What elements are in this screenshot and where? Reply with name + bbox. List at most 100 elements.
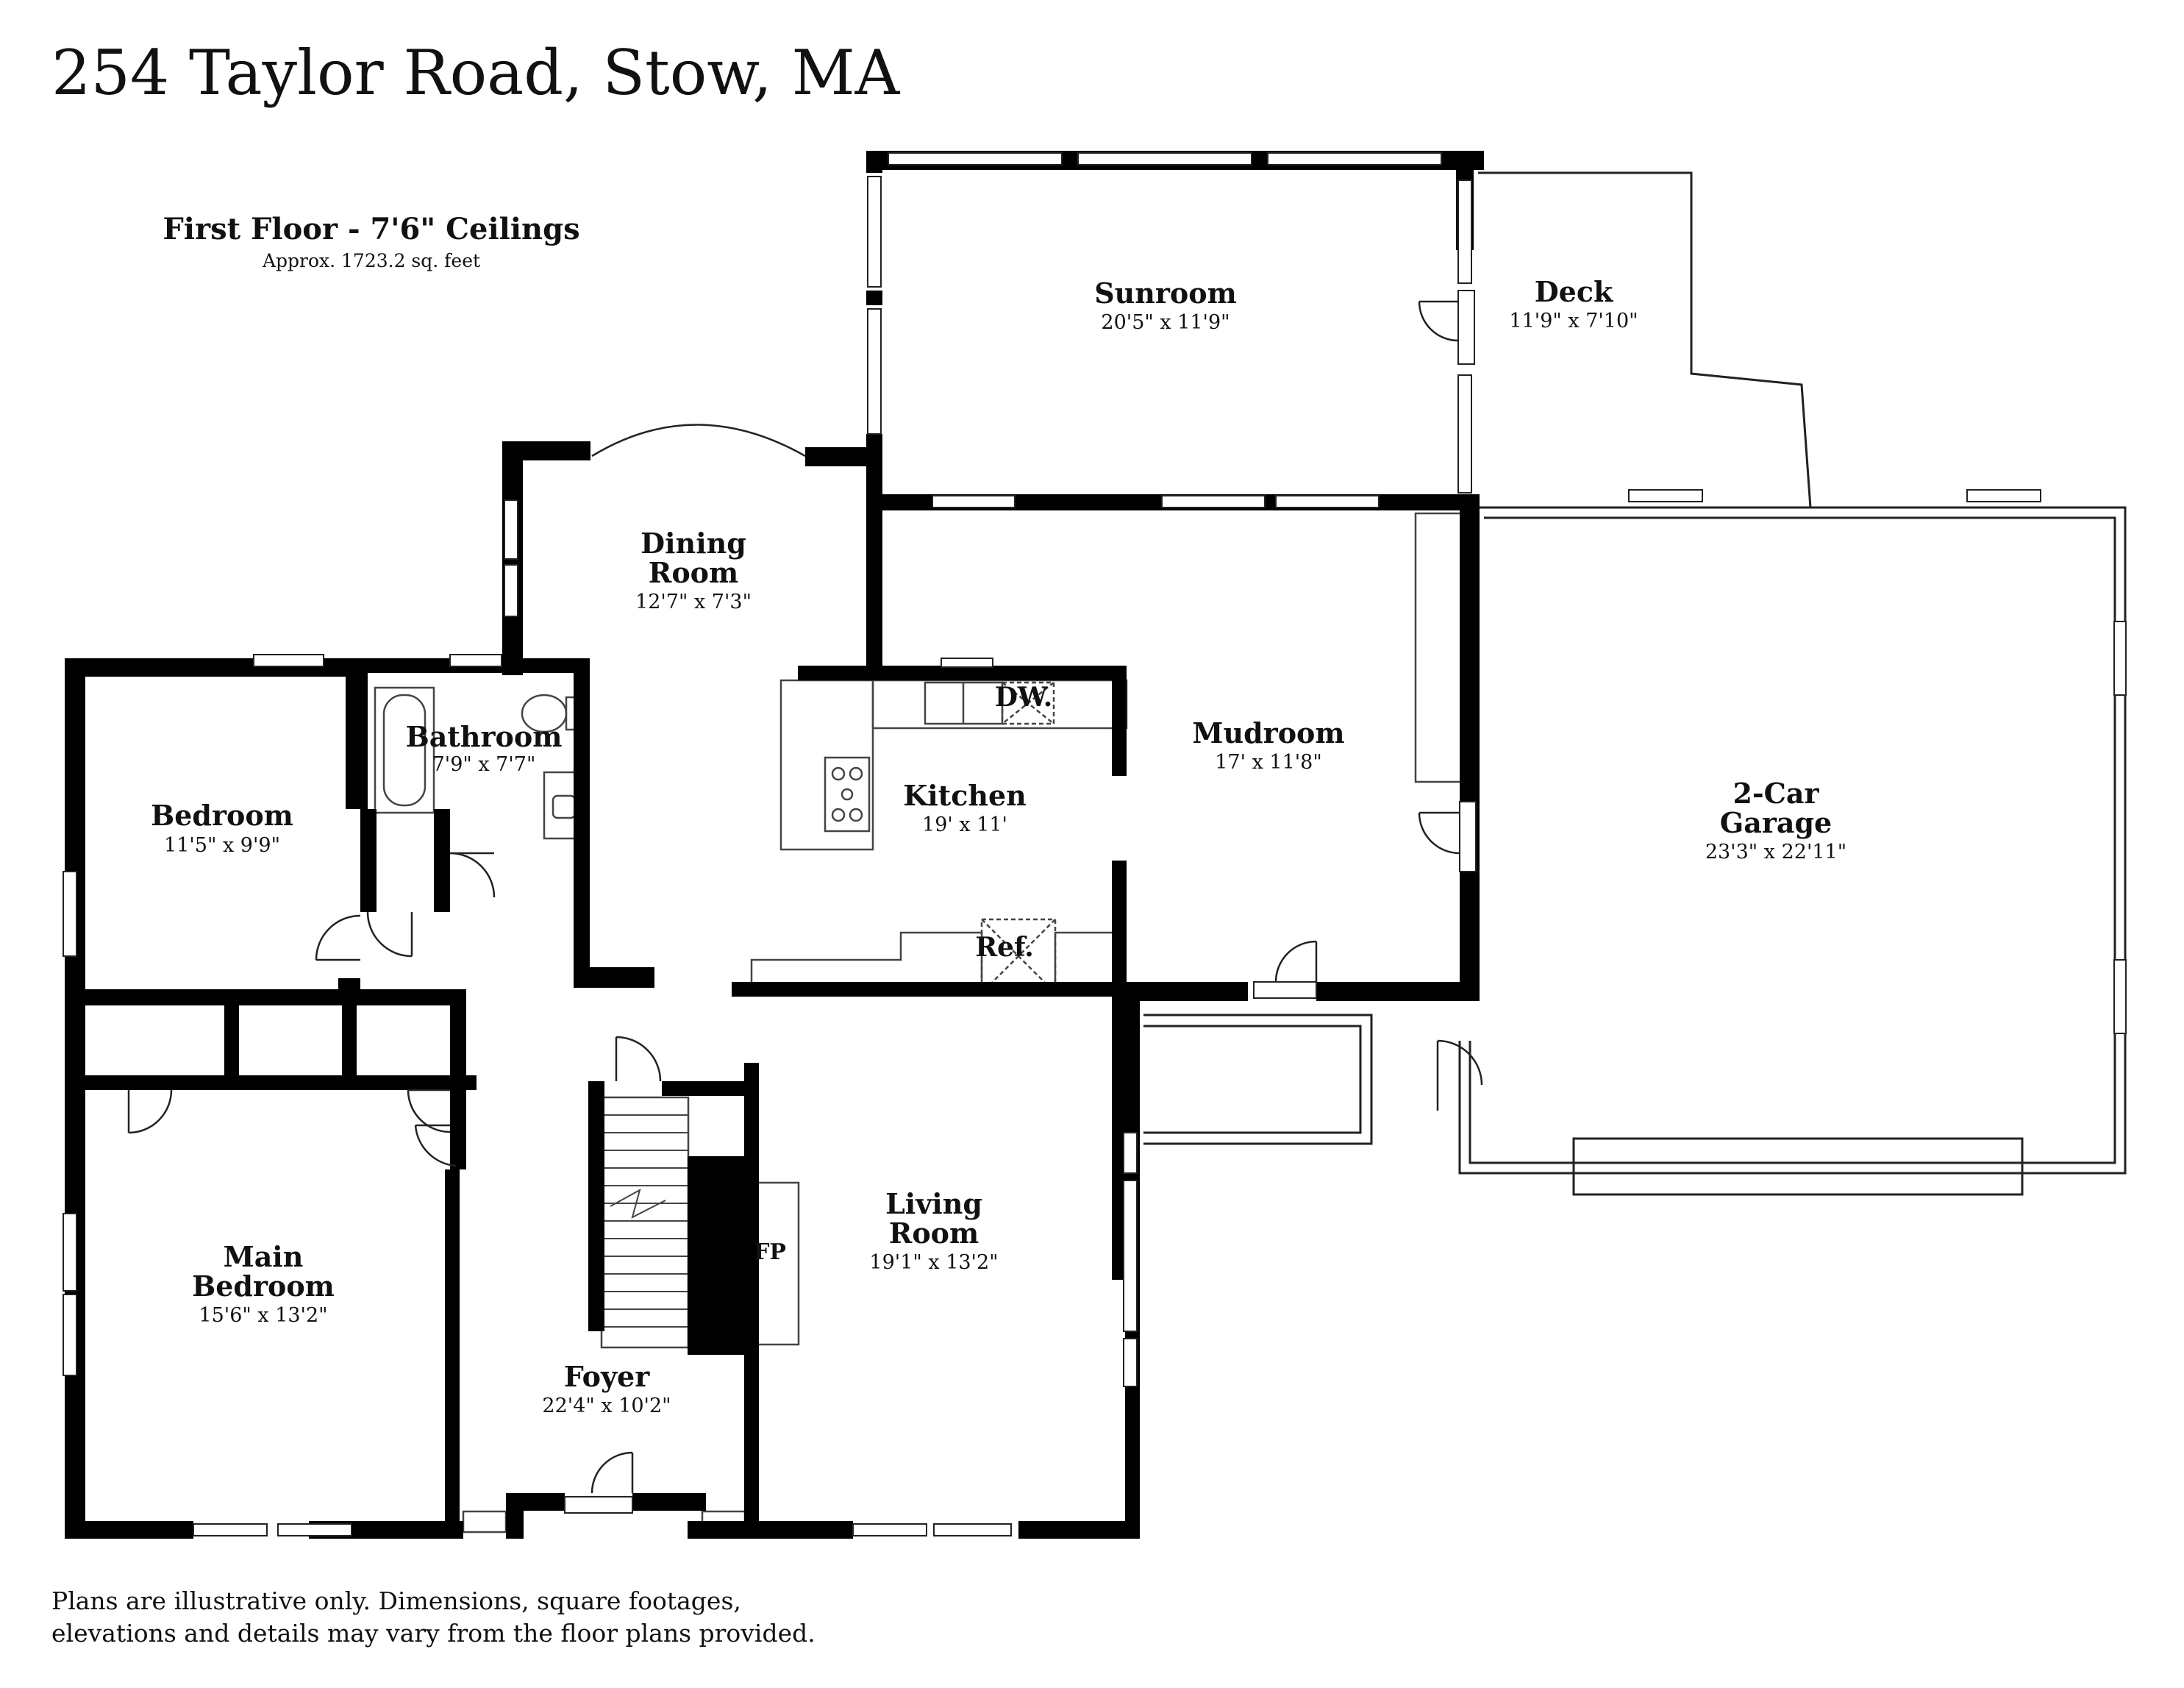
outdoor-outlines [1143, 171, 2127, 1196]
kitchen-counter [779, 679, 874, 851]
window [449, 654, 502, 667]
wall-foyer-top-left [574, 967, 654, 988]
wall-left [65, 658, 85, 1539]
garage-outline [1458, 506, 2127, 1175]
window [193, 1523, 268, 1536]
window [1123, 1132, 1138, 1174]
burner [849, 766, 863, 781]
room-dims-garage: 23'3" x 22'11" [1705, 841, 1846, 863]
room-name-main-bedroom-1: Main [224, 1240, 304, 1273]
window [1457, 179, 1472, 284]
wall-bottom-6 [688, 1521, 853, 1539]
window [2113, 959, 2127, 1034]
room-dims-main-bedroom: 15'6" x 13'2" [199, 1304, 327, 1327]
wall-bedroom-bath [346, 658, 368, 809]
porch-outline-inner [1143, 1025, 1362, 1134]
garage-outline-inner [1469, 516, 2116, 1164]
room-name-living-1: Living [885, 1187, 982, 1220]
room-dims-foyer: 22'4" x 10'2" [542, 1395, 671, 1417]
closet-door-left [462, 1510, 507, 1534]
mudroom-bench [1414, 512, 1463, 783]
room-name-bedroom: Bedroom [151, 799, 293, 832]
address-title: 254 Taylor Road, Stow, MA [51, 37, 901, 109]
window [867, 308, 882, 435]
window [504, 564, 518, 617]
room-name-deck: Deck [1535, 275, 1613, 308]
room-dims-deck: 11'9" x 7'10" [1509, 310, 1638, 332]
burner [849, 808, 863, 822]
window [63, 871, 77, 957]
wall-bedroom-bottom [65, 989, 462, 1005]
wall-hall-left [360, 809, 377, 912]
room-dims-kitchen: 19' x 11' [922, 813, 1007, 836]
wall-hall-right-upper [434, 809, 450, 912]
room-name-mudroom: Mudroom [1192, 716, 1344, 749]
room-labels: Sunroom 20'5" x 11'9" Deck 11'9" x 7'10"… [151, 275, 1846, 1417]
bathtub [374, 686, 435, 814]
room-dims-living: 19'1" x 13'2" [869, 1251, 998, 1274]
wall-bottom-4 [506, 1493, 524, 1539]
wall-mudroom-bottom-right [1316, 982, 1480, 1001]
window [1123, 1180, 1138, 1332]
disclaimer-line-1: Plans are illustrative only. Dimensions,… [51, 1586, 741, 1615]
door-swings [127, 300, 1483, 1494]
bathtub-basin [382, 694, 427, 807]
room-name-garage-1: 2-Car [1732, 777, 1819, 810]
wall-kitchen-bottom [732, 982, 1129, 997]
room-name-kitchen: Kitchen [903, 779, 1027, 812]
wall-stairs-top [662, 1081, 746, 1096]
wall-mudroom-right [1460, 494, 1480, 994]
dishwasher [1001, 681, 1055, 725]
wall-kitchen-right-lower [1112, 861, 1127, 1280]
room-dims-bedroom: 11'5" x 9'9" [164, 834, 280, 857]
room-name-living-2: Room [889, 1217, 979, 1250]
wall-bottom-7 [1018, 1521, 1140, 1539]
room-dims-dining: 12'7" x 7'3" [635, 591, 752, 613]
wall-main-bedroom-top [65, 1075, 477, 1090]
wall-kitchen-top [798, 666, 1125, 680]
window [933, 1523, 1012, 1536]
door-threshold [1253, 981, 1317, 999]
wall-closet-divider [224, 989, 239, 1089]
wall-bottom-5 [632, 1493, 706, 1511]
window [277, 1523, 352, 1536]
window [1161, 495, 1266, 508]
fireplace-label: FP [754, 1239, 786, 1265]
wall-bottom-1 [65, 1521, 193, 1539]
room-dims-bathroom: 7'9" x 7'7" [432, 753, 536, 776]
wall-kitchen-right-upper [1112, 666, 1127, 776]
wall-hall-post [338, 978, 360, 1000]
burner [831, 766, 846, 781]
room-name-foyer: Foyer [564, 1360, 651, 1393]
wall-hall-right [450, 989, 466, 1169]
window [852, 1523, 927, 1536]
wall-main-bedroom-right [445, 1169, 460, 1523]
fireplace [688, 1156, 757, 1355]
room-name-dining-2: Room [649, 556, 738, 589]
lower-counter [750, 931, 983, 993]
room-name-sunroom: Sunroom [1094, 277, 1237, 310]
wall-dining-right [866, 434, 882, 668]
burner [841, 788, 854, 801]
garage-door [1572, 1137, 2024, 1196]
sunroom-post [866, 291, 882, 305]
deck-outline [1478, 171, 1812, 508]
room-dims-sunroom: 20'5" x 11'9" [1101, 311, 1230, 334]
window [1966, 489, 2041, 502]
door-threshold [1457, 290, 1475, 365]
window [253, 654, 324, 667]
floor-title: First Floor - 7'6" Ceilings [163, 212, 579, 246]
wall-stairs-left [588, 1081, 604, 1331]
window [1457, 374, 1472, 494]
wall-bath-right [574, 658, 590, 982]
room-dims-mudroom: 17' x 11'8" [1215, 751, 1322, 774]
window [888, 152, 1063, 165]
room-name-dining-1: Dining [640, 527, 746, 560]
dishwasher-label: DW. [995, 682, 1053, 713]
window [63, 1294, 77, 1376]
stovetop [824, 756, 871, 833]
vanity-sink [552, 794, 577, 819]
window [1077, 152, 1252, 165]
room-name-bathroom: Bathroom [406, 720, 563, 753]
